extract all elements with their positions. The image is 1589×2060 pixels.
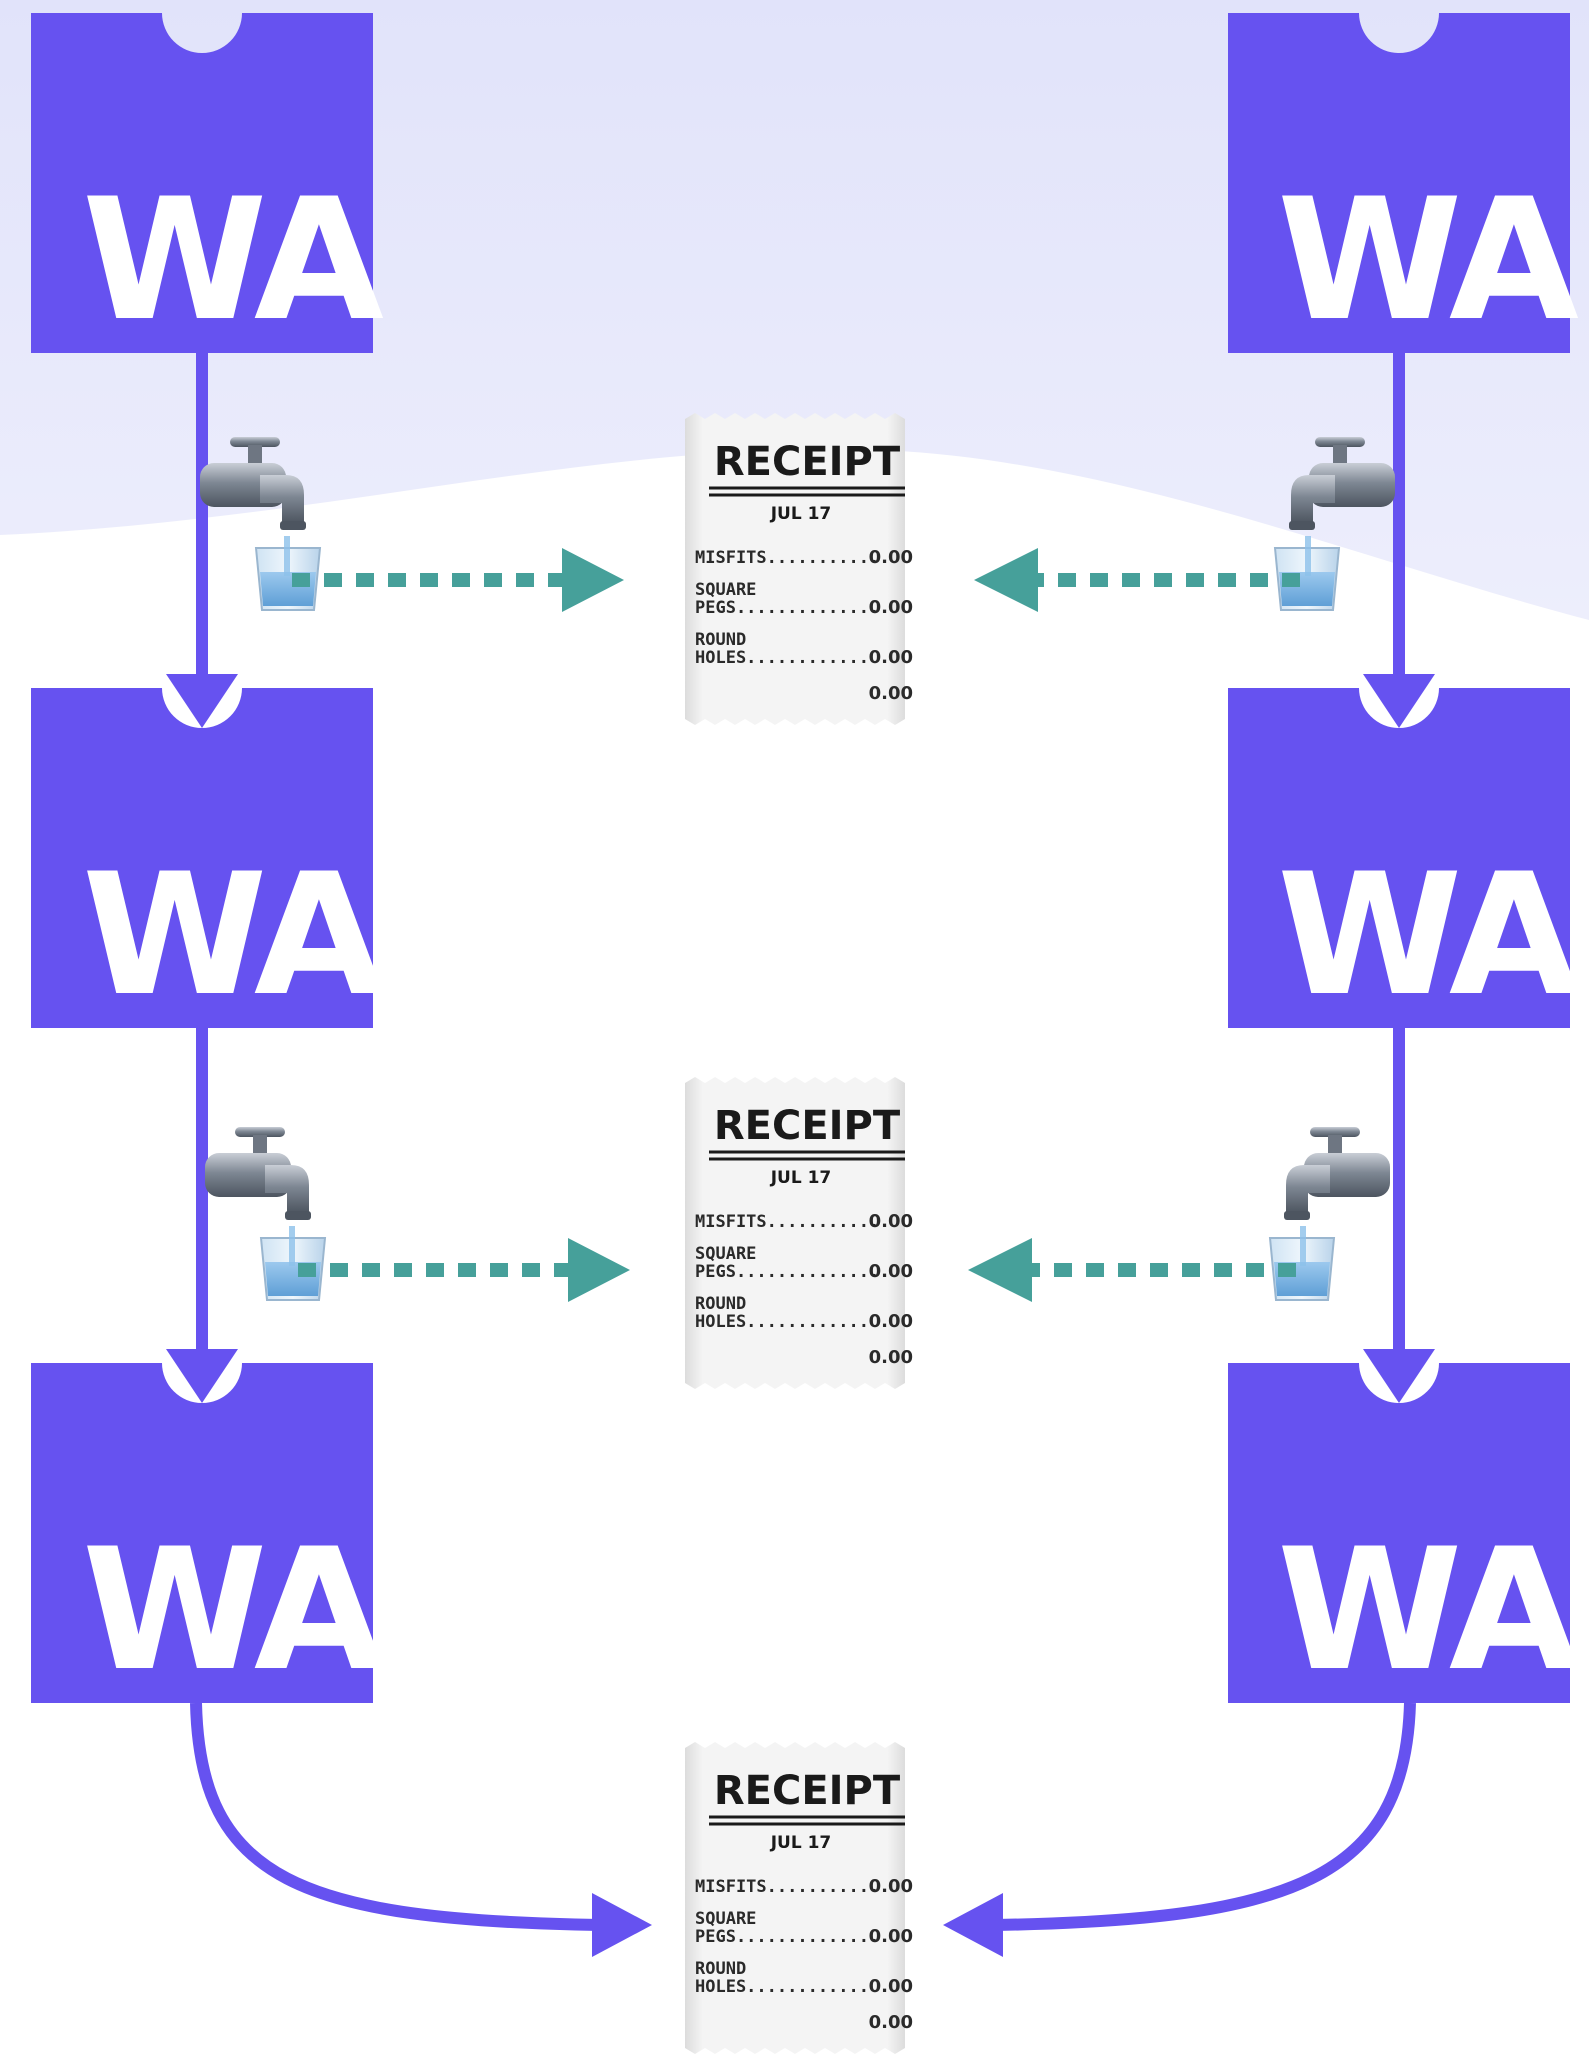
receipt-line-value: 0.00 bbox=[869, 597, 913, 618]
receipt-title: RECEIPT bbox=[714, 1103, 901, 1149]
receipt: RECEIPT JUL 17 MISFITS........... 0.00 S… bbox=[685, 1742, 913, 2054]
receipt-line-label: PEGS.............. bbox=[695, 598, 879, 618]
wa-block-right-2[interactable]: WA bbox=[1228, 688, 1585, 1033]
receipt-line-value: 0.00 bbox=[869, 1211, 913, 1232]
dotted-arrow-left-2 bbox=[298, 1238, 630, 1302]
flow-arrow-right-2-3 bbox=[1363, 1028, 1435, 1403]
receipt-total: 0.00 bbox=[869, 2012, 913, 2033]
receipt-line-value: 0.00 bbox=[869, 647, 913, 668]
receipt-line-value: 0.00 bbox=[869, 1261, 913, 1282]
flow-arrow-right-1-2 bbox=[1363, 353, 1435, 728]
wa-label: WA bbox=[82, 1512, 384, 1708]
flow-arrow-left-final bbox=[190, 1702, 652, 1957]
receipt: RECEIPT JUL 17 MISFITS........... 0.00 S… bbox=[685, 1077, 913, 1389]
receipt-line-label: HOLES............ bbox=[695, 648, 869, 668]
faucet-icon bbox=[205, 1127, 311, 1220]
receipt-line-label: ROUND bbox=[695, 1294, 746, 1314]
flow-arrow-right-final bbox=[943, 1702, 1416, 1957]
wa-block-left-1[interactable]: WA bbox=[31, 13, 390, 358]
receipt-date: JUL 17 bbox=[770, 504, 832, 524]
dotted-arrow-right-1 bbox=[974, 548, 1300, 612]
wa-block-left-3[interactable]: WA bbox=[31, 1363, 390, 1708]
dotted-arrow-left-1 bbox=[292, 548, 624, 612]
faucet-icon bbox=[1284, 1127, 1390, 1220]
faucet-icon bbox=[200, 437, 306, 530]
wa-label: WA bbox=[1277, 837, 1579, 1033]
wa-block-right-1[interactable]: WA bbox=[1228, 13, 1585, 358]
receipt-total: 0.00 bbox=[869, 683, 913, 704]
receipt-line-label: ROUND bbox=[695, 630, 746, 650]
right-chain: WA WA WA bbox=[943, 13, 1585, 1957]
faucet-icon bbox=[1289, 437, 1395, 530]
receipt-line-label: MISFITS........... bbox=[695, 1212, 879, 1232]
receipt-line-label: PEGS.............. bbox=[695, 1927, 879, 1947]
flow-arrow-left-1-2 bbox=[166, 353, 238, 728]
receipt-line-label: MISFITS........... bbox=[695, 548, 879, 568]
left-chain: WA WA WA bbox=[31, 13, 652, 1957]
receipt-line-label: MISFITS........... bbox=[695, 1877, 879, 1897]
receipt-line-label: ROUND bbox=[695, 1959, 746, 1979]
flow-arrow-left-2-3 bbox=[166, 1028, 238, 1403]
receipt-line-label: SQUARE bbox=[695, 1909, 756, 1929]
receipt-title: RECEIPT bbox=[714, 439, 901, 485]
wa-block-right-3[interactable]: WA bbox=[1228, 1363, 1585, 1708]
receipt-line-label: SQUARE bbox=[695, 580, 756, 600]
receipt-line-label: SQUARE bbox=[695, 1244, 756, 1264]
wa-label: WA bbox=[82, 837, 384, 1033]
wa-block-left-2[interactable]: WA bbox=[31, 688, 390, 1033]
receipt-line-value: 0.00 bbox=[869, 1876, 913, 1897]
receipt-title: RECEIPT bbox=[714, 1768, 901, 1814]
receipt-line-value: 0.00 bbox=[869, 1976, 913, 1997]
receipt-line-label: PEGS.............. bbox=[695, 1262, 879, 1282]
receipt-total: 0.00 bbox=[869, 1347, 913, 1368]
receipt-line-label: HOLES............ bbox=[695, 1312, 869, 1332]
receipt-date: JUL 17 bbox=[770, 1833, 832, 1853]
wa-label: WA bbox=[1277, 162, 1579, 358]
receipt: RECEIPT JUL 17 MISFITS........... 0.00 S… bbox=[685, 413, 913, 725]
receipt-line-label: HOLES............ bbox=[695, 1977, 869, 1997]
wa-label: WA bbox=[82, 162, 384, 358]
water-glass-icon bbox=[254, 536, 322, 611]
receipt-line-value: 0.00 bbox=[869, 1926, 913, 1947]
receipt-date: JUL 17 bbox=[770, 1168, 832, 1188]
dotted-arrow-right-2 bbox=[968, 1238, 1296, 1302]
receipt-line-value: 0.00 bbox=[869, 547, 913, 568]
wa-label: WA bbox=[1277, 1512, 1579, 1708]
receipt-line-value: 0.00 bbox=[869, 1311, 913, 1332]
